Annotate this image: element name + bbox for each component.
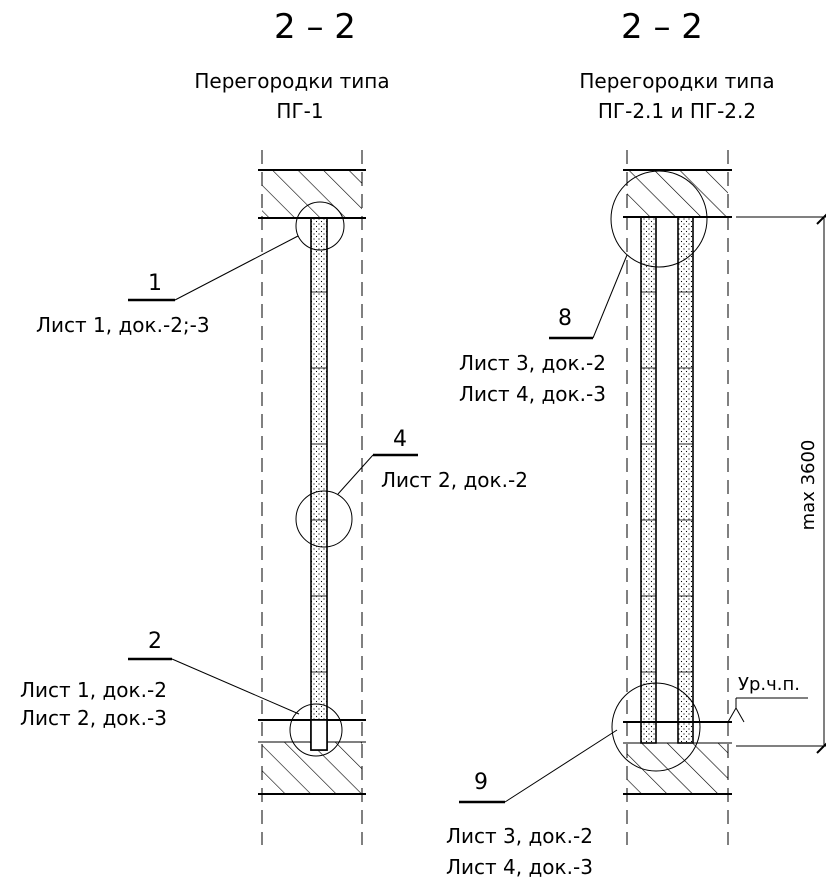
right-partition-wall-1 — [640, 216, 657, 744]
callout-8-note-2: Лист 4, док.-3 — [459, 382, 606, 406]
detail-circle-2 — [289, 703, 343, 757]
detail-circle-9 — [611, 682, 701, 772]
callout-9-note-2: Лист 4, док.-3 — [446, 855, 593, 879]
right-top-slab — [627, 170, 728, 217]
callout-2-note-1: Лист 1, док.-2 — [20, 678, 167, 702]
level-mark-icon — [727, 706, 745, 723]
right-section: 2 – 2 Перегородки типа ПГ-2.1 и ПГ-2.2 — [446, 7, 826, 879]
left-section-title: 2 – 2 — [274, 7, 356, 47]
left-subtitle-line2: ПГ-1 — [276, 99, 323, 123]
left-partition-wall — [310, 217, 328, 751]
callout-number-8: 8 — [558, 306, 572, 331]
callout-number-1: 1 — [148, 271, 162, 296]
right-subtitle-line1: Перегородки типа — [579, 69, 774, 93]
right-section-title: 2 – 2 — [621, 7, 703, 47]
right-partition-wall-2 — [677, 216, 694, 744]
callout-number-9: 9 — [474, 770, 488, 795]
right-subtitle-line2: ПГ-2.1 и ПГ-2.2 — [598, 99, 756, 123]
left-top-slab — [262, 170, 362, 218]
callout-2-note-2: Лист 2, док.-3 — [20, 706, 167, 730]
floor-level-label: Ур.ч.п. — [738, 674, 800, 695]
callout-4-note: Лист 2, док.-2 — [381, 468, 528, 492]
detail-circle-4 — [295, 490, 353, 548]
left-subtitle-line1: Перегородки типа — [194, 69, 389, 93]
callout-9-note-1: Лист 3, док.-2 — [446, 824, 593, 848]
callout-number-2: 2 — [148, 629, 162, 654]
callout-number-4: 4 — [393, 427, 407, 452]
dimension-label: max 3600 — [798, 440, 819, 531]
right-bottom-slab — [627, 743, 728, 794]
detail-circle-8 — [610, 170, 708, 268]
detail-circle-1 — [295, 201, 345, 251]
callout-8-note-1: Лист 3, док.-2 — [459, 351, 606, 375]
left-section: 2 – 2 Перегородки типа ПГ-1 — [20, 7, 528, 845]
callout-1-note: Лист 1, док.-2;-3 — [36, 313, 210, 337]
